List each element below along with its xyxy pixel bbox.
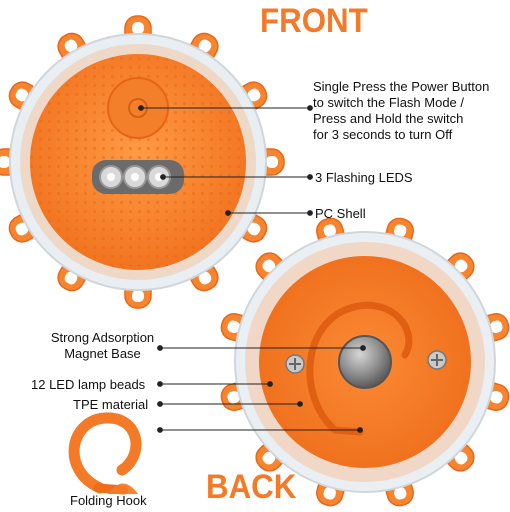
folding-hook-image bbox=[68, 412, 142, 495]
led-beads-label: 12 LED lamp beads bbox=[31, 377, 146, 392]
magnet-base-label: Strong Adsorption Magnet Base bbox=[35, 330, 170, 362]
magnet-label-line: Strong Adsorption bbox=[50, 330, 155, 345]
magnet-label-line: Magnet Base bbox=[64, 346, 141, 361]
hook-groove bbox=[306, 301, 413, 434]
leader-lines bbox=[138, 105, 366, 433]
power-label-line: to switch the Flash Mode / bbox=[313, 95, 465, 110]
folding-hook-label: Folding Hook bbox=[70, 493, 147, 508]
screw-left-icon bbox=[285, 354, 305, 374]
tpe-material-label: TPE material bbox=[73, 397, 149, 412]
power-button-label: Single Press the Power Button to switch … bbox=[313, 79, 509, 143]
power-label-line: Single Press the Power Button bbox=[313, 79, 490, 94]
back-title: BACK bbox=[206, 468, 297, 506]
power-label-line: Press and Hold the switch bbox=[313, 111, 464, 126]
power-label-line: for 3 seconds to turn Off bbox=[313, 127, 453, 142]
screw-right-icon bbox=[427, 350, 447, 370]
flashing-leds-label: 3 Flashing LEDS bbox=[315, 170, 413, 185]
front-title: FRONT bbox=[260, 2, 368, 40]
pc-shell-label: PC Shell bbox=[315, 206, 366, 221]
back-unit bbox=[220, 217, 510, 507]
front-unit bbox=[0, 15, 285, 309]
magnet-base bbox=[338, 335, 392, 389]
